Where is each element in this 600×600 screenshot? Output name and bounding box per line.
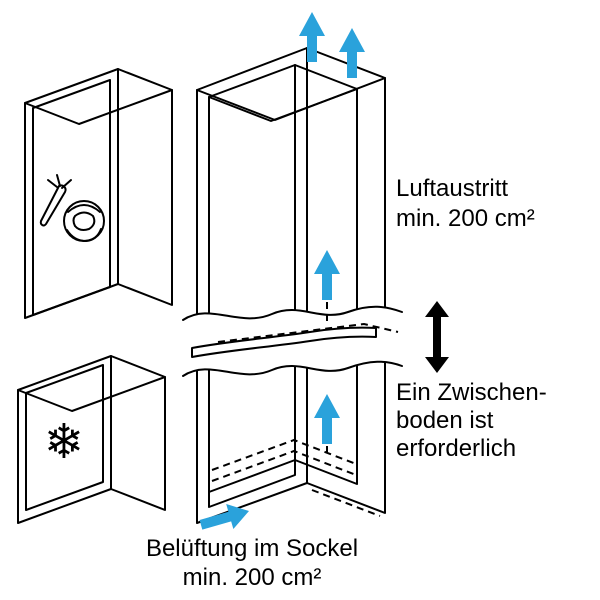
break-line-upper	[182, 305, 403, 321]
shelf-airflow-arrow-icon	[314, 250, 340, 300]
freezer-door-inset	[25, 364, 104, 511]
break-gap	[183, 306, 402, 376]
base-airflow-dash-2	[211, 449, 357, 482]
carrot-icon	[39, 174, 72, 227]
lettuce-icon	[63, 200, 105, 242]
air-outlet-arrow-icon-2	[339, 28, 365, 78]
shelf-note-label-line3: erforderlich	[396, 435, 516, 462]
base-vent-label-line2: min. 200 cm²	[183, 564, 322, 591]
airflow-dashed-lines	[211, 302, 399, 517]
airflow-arrows	[199, 12, 365, 530]
base-vent-label-line1: Belüftung im Sockel	[146, 535, 358, 562]
shelf-airflow-dash-surface	[217, 322, 399, 343]
fridge-box-outline	[24, 68, 173, 319]
shelf-note-label-line2: boden ist	[396, 407, 494, 434]
carrot-body	[39, 184, 67, 227]
base-vent-arrow-icon	[199, 504, 249, 530]
air-outlet-arrow-icon	[299, 12, 325, 62]
freezer-box-outline	[17, 355, 166, 524]
carrot-leaves	[47, 174, 72, 189]
base-airflow-arrow-icon	[314, 394, 340, 444]
snowflake-icon: ❄	[44, 414, 84, 470]
shelf-note-label-line1: Ein Zwischen-	[396, 379, 547, 406]
base-airflow-dash-side	[311, 489, 381, 517]
freezer-cabinet-illustration: ❄	[17, 355, 166, 524]
break-line-lower	[182, 360, 403, 377]
fridge-door-inset	[32, 79, 111, 316]
break-band	[182, 305, 403, 377]
clearance-double-arrow-icon	[425, 301, 449, 373]
freezer-box-edges	[17, 355, 166, 490]
base-airflow-dash-1	[211, 438, 357, 471]
lettuce-leaves	[66, 204, 102, 242]
air-outlet-label-line2: min. 200 cm²	[396, 205, 535, 232]
intermediate-shelf-board	[191, 326, 377, 358]
air-outlet-label-line1: Luftaustritt	[396, 175, 508, 202]
fridge-box-edges	[24, 68, 173, 285]
niche-interior-edges	[208, 64, 358, 493]
fridge-cabinet-illustration	[24, 68, 173, 319]
